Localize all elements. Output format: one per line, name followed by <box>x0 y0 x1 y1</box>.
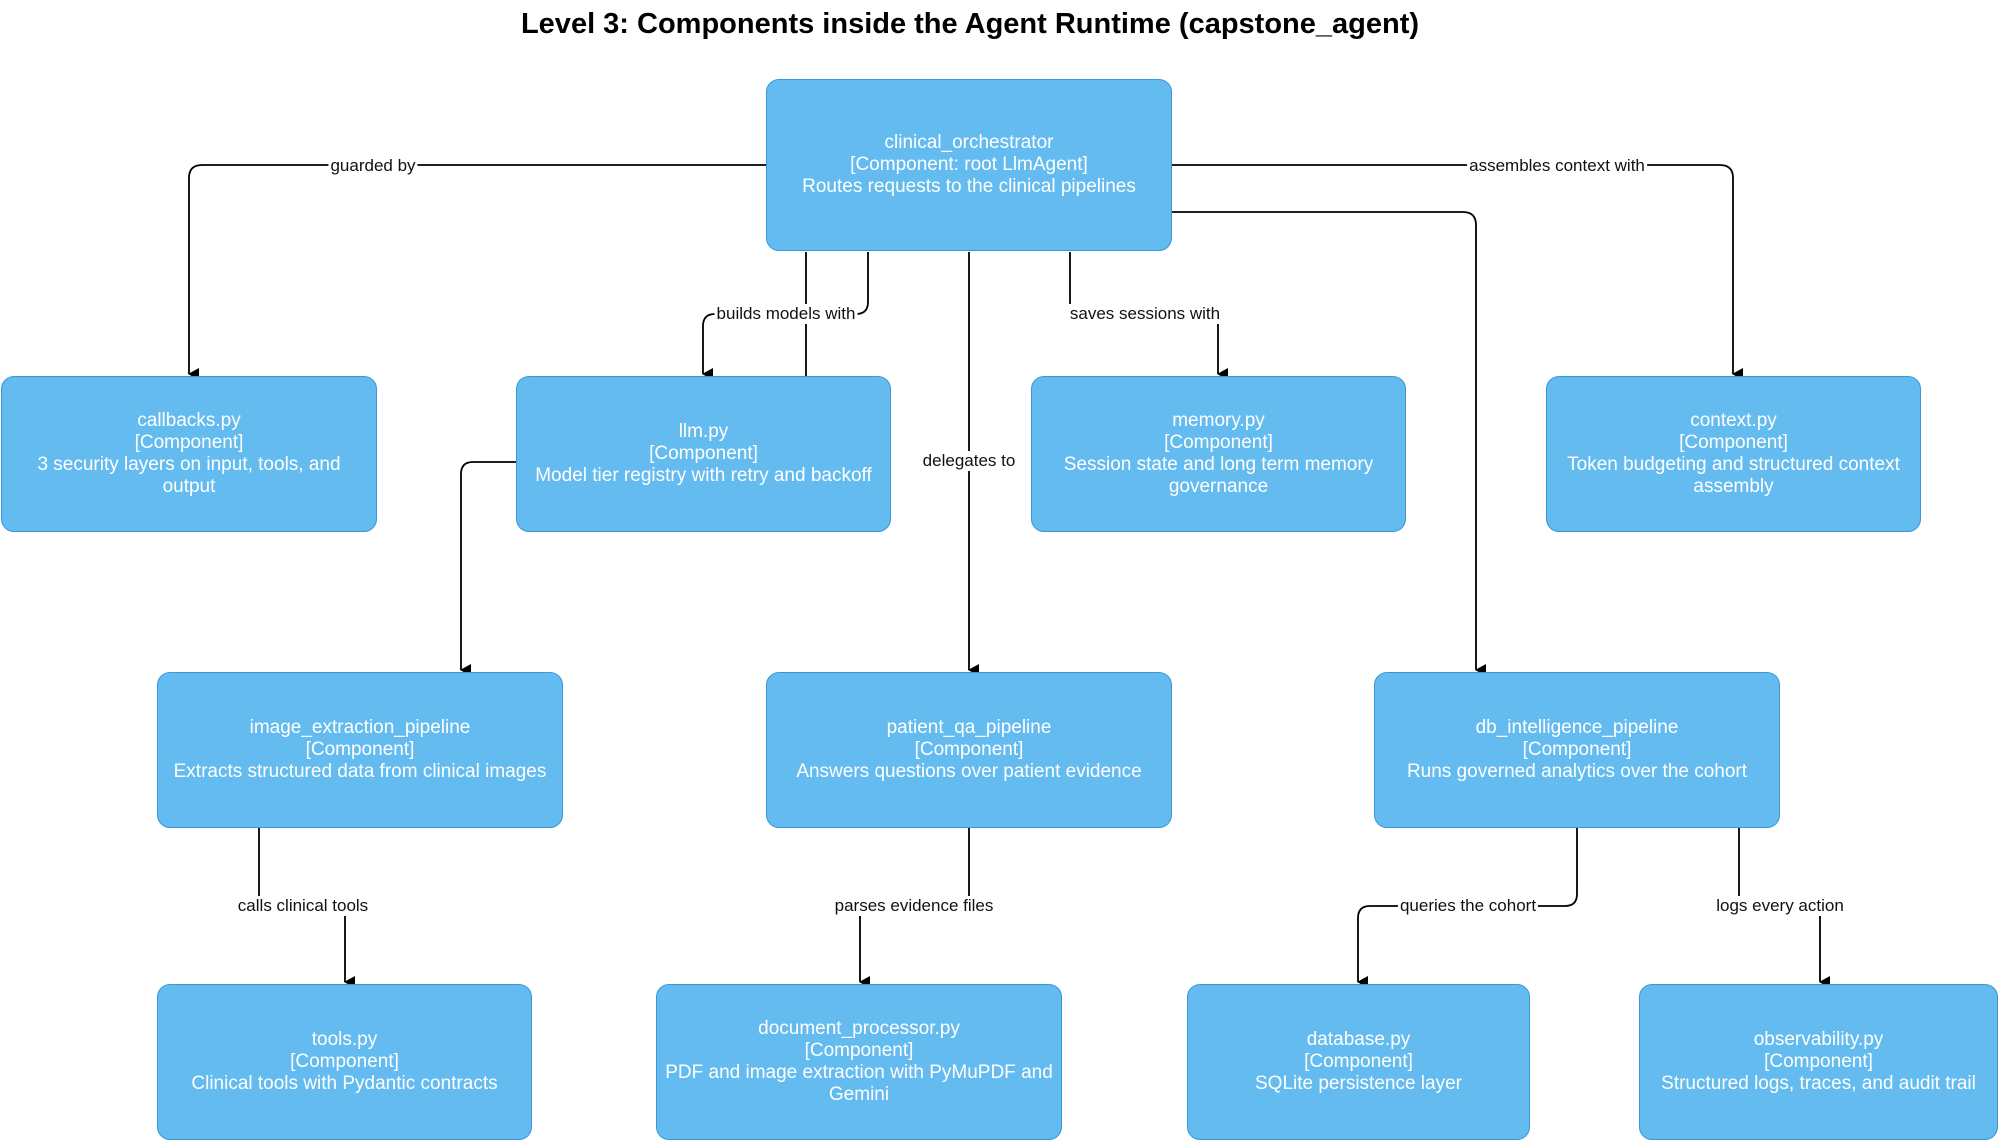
node-db-intelligence-pipeline[interactable]: db_intelligence_pipeline [Component] Run… <box>1374 672 1780 828</box>
node-type: [Component] <box>290 1051 399 1072</box>
node-name: document_processor.py <box>758 1018 960 1039</box>
edge-label-queries-the-cohort: queries the cohort <box>1397 896 1539 916</box>
node-name: memory.py <box>1172 410 1265 431</box>
node-description: 3 security layers on input, tools, and o… <box>37 454 341 497</box>
node-description: Structured logs, traces, and audit trail <box>1661 1073 1976 1094</box>
node-description: Routes requests to the clinical pipeline… <box>802 176 1136 197</box>
node-description: Runs governed analytics over the cohort <box>1406 761 1748 782</box>
node-description: SQLite persistence layer <box>1255 1073 1462 1094</box>
node-description: Clinical tools with Pydantic contracts <box>191 1073 498 1094</box>
edge-label-logs-every-action: logs every action <box>1714 896 1846 916</box>
diagram-title: Level 3: Components inside the Agent Run… <box>520 8 1420 40</box>
node-type: [Component] <box>1304 1051 1413 1072</box>
node-name: db_intelligence_pipeline <box>1475 717 1679 738</box>
node-memory[interactable]: memory.py [Component] Session state and … <box>1031 376 1406 532</box>
node-description: Token budgeting and structured context a… <box>1567 454 1900 497</box>
node-description: Model tier registry with retry and backo… <box>535 465 872 486</box>
node-patient-qa-pipeline[interactable]: patient_qa_pipeline [Component] Answers … <box>766 672 1172 828</box>
node-description: PDF and image extraction with PyMuPDF an… <box>665 1062 1053 1105</box>
node-type: [Component] <box>914 739 1024 760</box>
edge-label-calls-clinical-tools: calls clinical tools <box>235 896 371 916</box>
node-callbacks[interactable]: callbacks.py [Component] 3 security laye… <box>1 376 377 532</box>
node-clinical-orchestrator[interactable]: clinical_orchestrator [Component: root L… <box>766 79 1172 251</box>
edge-label-delegates-to: delegates to <box>920 451 1018 471</box>
node-type: [Component] <box>804 1040 914 1061</box>
edge-guarded-by <box>188 164 767 380</box>
node-tools[interactable]: tools.py [Component] Clinical tools with… <box>157 984 532 1140</box>
node-type: [Component] <box>1679 432 1788 453</box>
node-type: [Component: root LlmAgent] <box>850 154 1088 175</box>
node-name: tools.py <box>311 1029 378 1050</box>
node-observability[interactable]: observability.py [Component] Structured … <box>1639 984 1998 1140</box>
node-database[interactable]: database.py [Component] SQLite persisten… <box>1187 984 1530 1140</box>
node-name: llm.py <box>678 421 729 442</box>
edge-label-assembles-context-with: assembles context with <box>1467 156 1647 176</box>
node-description: Extracts structured data from clinical i… <box>173 761 547 782</box>
node-name: image_extraction_pipeline <box>249 717 471 738</box>
node-name: clinical_orchestrator <box>884 132 1054 153</box>
node-type: [Component] <box>1522 739 1632 760</box>
node-document-processor[interactable]: document_processor.py [Component] PDF an… <box>656 984 1062 1140</box>
node-type: [Component] <box>1764 1051 1873 1072</box>
node-description: Answers questions over patient evidence <box>796 761 1142 782</box>
node-llm[interactable]: llm.py [Component] Model tier registry w… <box>516 376 891 532</box>
edge-delegates-to-db <box>1171 211 1486 676</box>
edge-label-parses-evidence-files: parses evidence files <box>832 896 996 916</box>
node-name: database.py <box>1306 1029 1411 1050</box>
node-name: callbacks.py <box>137 410 241 431</box>
node-type: [Component] <box>1164 432 1273 453</box>
node-type: [Component] <box>649 443 758 464</box>
node-image-extraction-pipeline[interactable]: image_extraction_pipeline [Component] Ex… <box>157 672 563 828</box>
edge-label-saves-sessions-with: saves sessions with <box>1067 304 1223 324</box>
node-name: observability.py <box>1753 1029 1884 1050</box>
node-name: context.py <box>1690 410 1777 431</box>
edge-assembles-context-with <box>1171 164 1743 380</box>
edge-label-builds-models-with: builds models with <box>714 304 858 324</box>
edge-label-guarded-by: guarded by <box>328 156 418 176</box>
node-type: [Component] <box>134 432 244 453</box>
node-context[interactable]: context.py [Component] Token budgeting a… <box>1546 376 1921 532</box>
node-description: Session state and long term memory gover… <box>1063 454 1374 497</box>
node-name: patient_qa_pipeline <box>886 717 1052 738</box>
node-type: [Component] <box>305 739 415 760</box>
